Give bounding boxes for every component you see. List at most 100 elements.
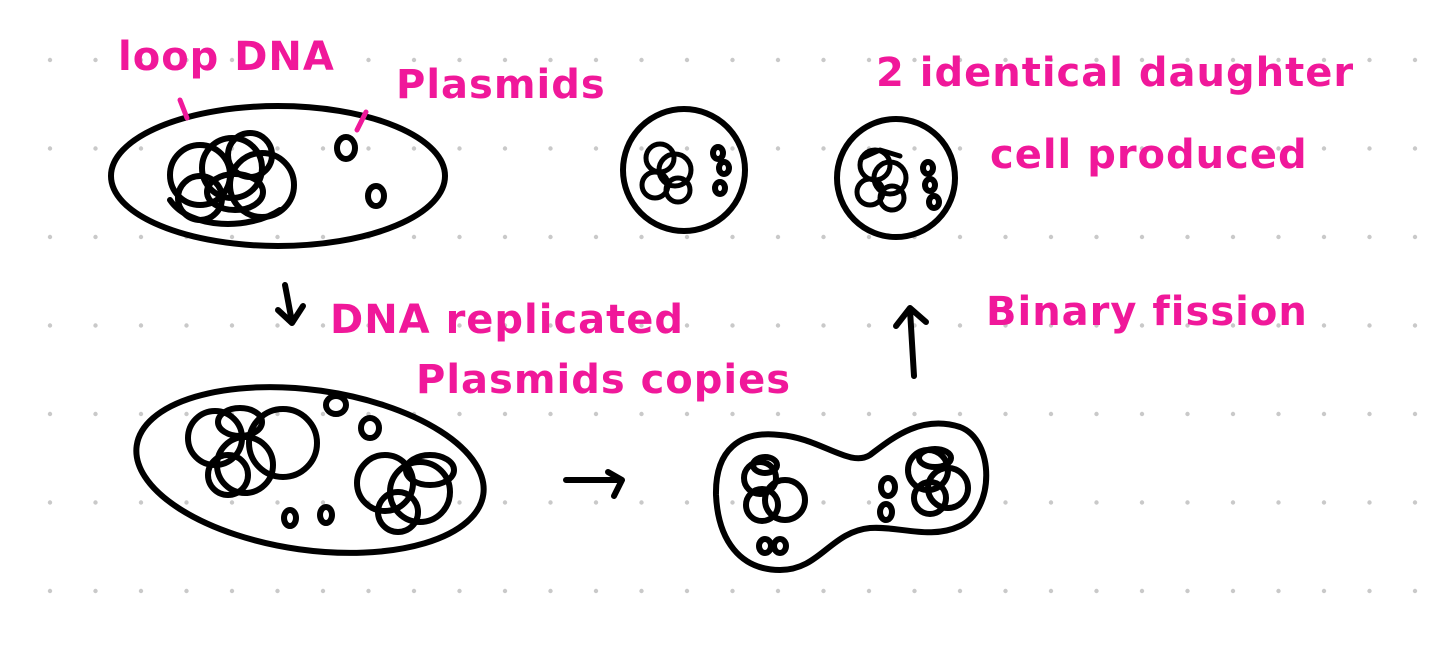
grid-dot [502, 323, 508, 328]
grid-dot [1094, 588, 1099, 594]
grid-dot [411, 146, 417, 151]
label-binary-fission: Binary fission [986, 289, 1308, 335]
plasmid [877, 501, 895, 523]
grid-dot [1321, 146, 1327, 151]
grid-dot [320, 146, 326, 151]
grid-dot [47, 588, 53, 594]
grid-dot [47, 234, 53, 240]
grid-dot [1276, 323, 1281, 328]
label-plasmids-copies: Plasmids copies [416, 357, 791, 403]
grid-dot [639, 588, 644, 594]
grid-dot [775, 146, 781, 151]
dot-grid-background [47, 57, 1418, 594]
grid-dot [1003, 146, 1008, 151]
grid-dot [593, 588, 599, 594]
grid-dot [730, 146, 735, 151]
grid-dot [411, 323, 417, 328]
grid-dot [684, 500, 690, 505]
cell-membrane-original [108, 103, 448, 249]
plasmid [334, 134, 358, 162]
label-loop-dna: loop DNA [118, 34, 335, 80]
grid-dot [639, 411, 644, 417]
grid-dot [1367, 57, 1372, 63]
grid-dot [1276, 57, 1281, 63]
grid-dot [912, 588, 917, 594]
grid-dot [502, 234, 508, 240]
plasmid [771, 536, 789, 556]
grid-dot [548, 411, 553, 417]
grid-dot [411, 234, 417, 240]
grid-dot [366, 146, 371, 151]
grid-dot [229, 323, 235, 328]
grid-dot [1367, 234, 1372, 240]
grid-dot [1185, 588, 1190, 594]
grid-dot [275, 57, 280, 63]
grid-dot [93, 323, 98, 328]
grid-dot [93, 146, 98, 151]
plasmid [926, 193, 942, 211]
grid-dot [1048, 57, 1054, 63]
grid-dot [1003, 411, 1008, 417]
grid-dot [548, 146, 553, 151]
grid-dot [1230, 588, 1236, 594]
grid-dot [1230, 146, 1236, 151]
grid-dot [593, 411, 599, 417]
grid-dot [1276, 500, 1281, 505]
grid-dot [457, 323, 462, 328]
grid-dot [730, 588, 735, 594]
grid-dot [229, 588, 235, 594]
grid-dot [684, 234, 690, 240]
grid-dot [548, 588, 553, 594]
grid-dot [47, 500, 53, 505]
grid-dot [1094, 411, 1099, 417]
grid-dot [502, 500, 508, 505]
grid-dot [411, 588, 417, 594]
grid-dot [684, 146, 690, 151]
grid-dot [457, 146, 462, 151]
grid-dot [957, 588, 963, 594]
grid-dot [47, 323, 53, 328]
grid-dot [593, 234, 599, 240]
grid-dot [366, 588, 371, 594]
grid-dot [866, 588, 872, 594]
arrow-right [563, 469, 625, 499]
grid-dot [1412, 323, 1418, 328]
label-daughter-cells-line2: cell produced [990, 132, 1308, 178]
grid-dot [1048, 146, 1054, 151]
grid-dot [1094, 234, 1099, 240]
grid-dot [1003, 234, 1008, 240]
grid-dot [1321, 57, 1327, 63]
grid-dot [275, 588, 280, 594]
loop-dna-pointer [177, 97, 190, 121]
grid-dot [821, 57, 826, 63]
grid-dot [775, 57, 781, 63]
plasmid [712, 179, 728, 197]
grid-dot [1139, 234, 1145, 240]
grid-dot [730, 57, 735, 63]
grid-dot [1367, 411, 1372, 417]
grid-dot [684, 588, 690, 594]
grid-dot [366, 57, 371, 63]
grid-dot [275, 146, 280, 151]
grid-dot [1321, 588, 1327, 594]
grid-dot [184, 500, 189, 505]
grid-dot [1185, 234, 1190, 240]
plasmid [710, 144, 726, 162]
grid-dot [1094, 57, 1099, 63]
daughter-cell-2 [834, 116, 958, 240]
grid-dot [775, 323, 781, 328]
grid-dot [1230, 411, 1236, 417]
grid-dot [457, 588, 462, 594]
grid-dot [730, 411, 735, 417]
plasmid [878, 475, 898, 499]
daughter-cell-membrane [620, 106, 748, 234]
grid-dot [229, 234, 235, 240]
grid-dot [1048, 234, 1054, 240]
grid-dot [1185, 146, 1190, 151]
grid-dot [1230, 234, 1236, 240]
grid-dot [1367, 588, 1372, 594]
grid-dot [1185, 57, 1190, 63]
label-dna-replicated: DNA replicated [330, 297, 684, 343]
grid-dot [320, 323, 326, 328]
grid-dot [593, 323, 599, 328]
